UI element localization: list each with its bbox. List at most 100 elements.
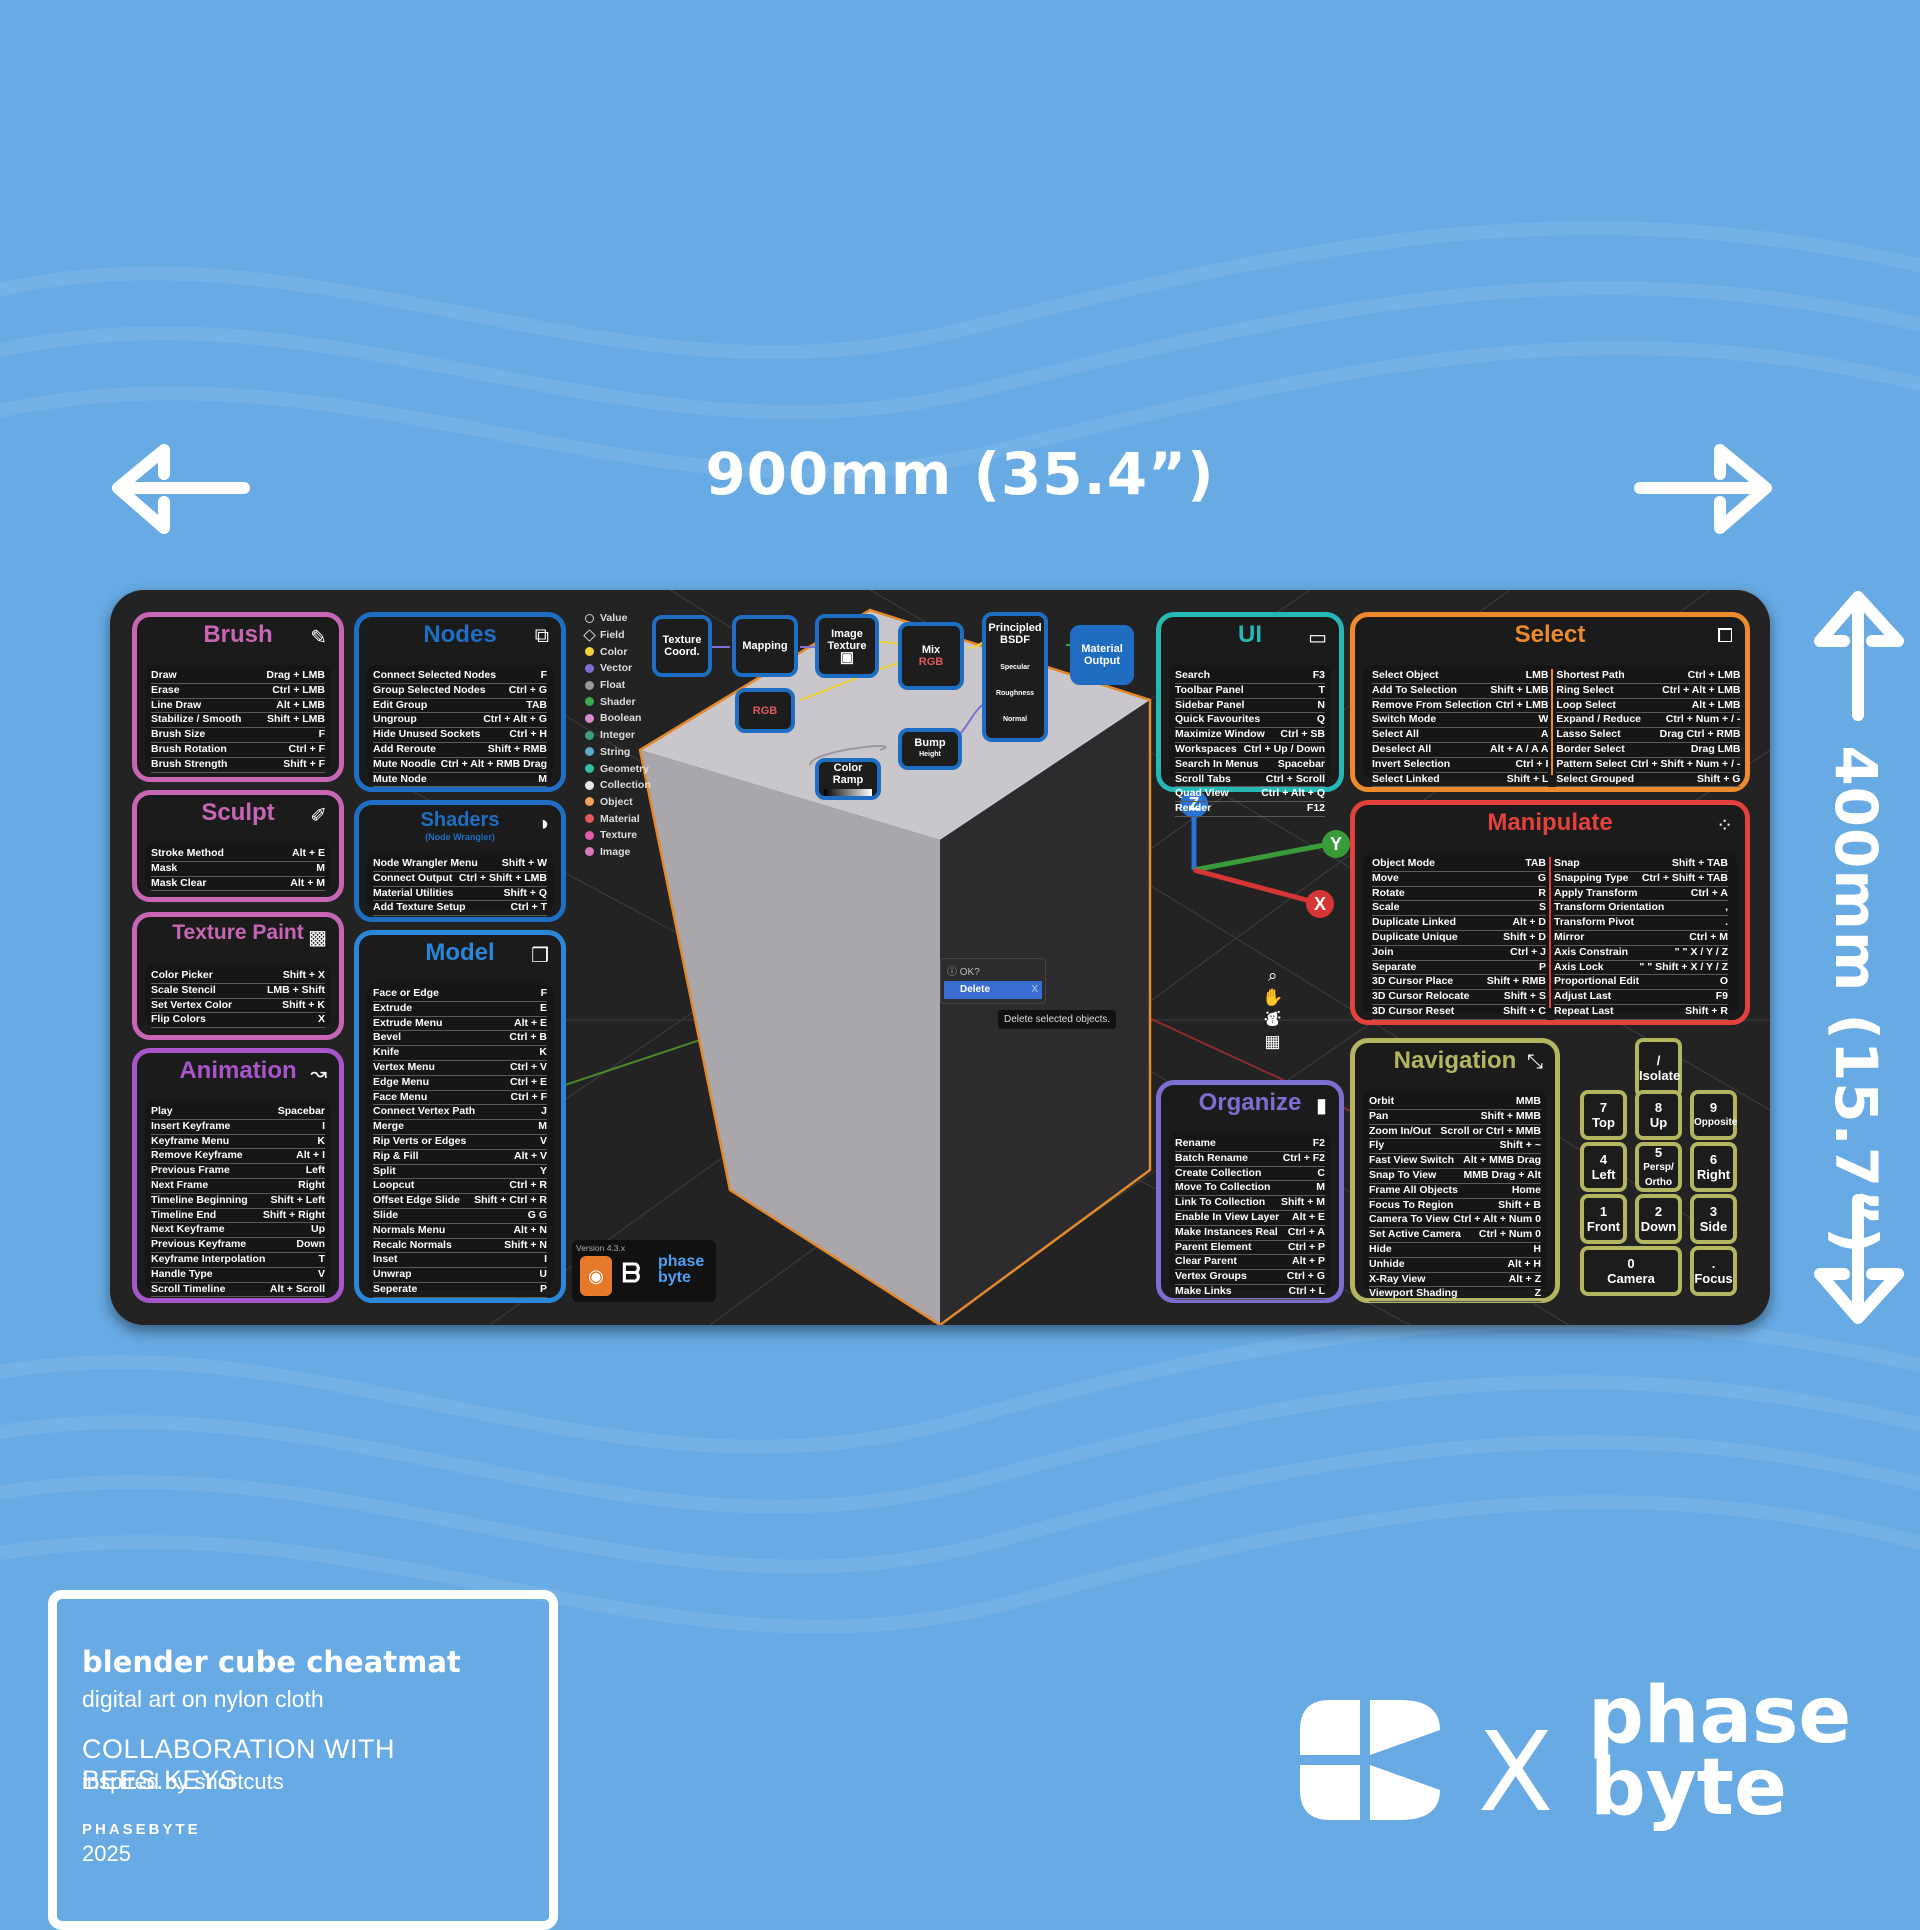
- material-output-node[interactable]: Material Output: [1070, 625, 1134, 685]
- shortcut-action: Remove Keyframe: [151, 1149, 243, 1162]
- mix-rgb-label: RGB: [918, 656, 944, 668]
- numpad-key-number: .: [1711, 1256, 1716, 1271]
- shortcut-key: Y: [539, 1164, 547, 1177]
- collab-x-symbol: X: [1478, 1708, 1554, 1836]
- principled-bsdf-node[interactable]: Principled BSDF Specular Roughness Norma…: [982, 612, 1048, 742]
- shortcut-key: Alt + Scroll: [269, 1282, 325, 1295]
- delete-button[interactable]: Delete X: [944, 981, 1042, 999]
- shortcut-action: Node Wrangler Menu: [373, 857, 478, 869]
- shortcut-key: Up: [311, 1223, 325, 1236]
- numpad-key-label: Opposite: [1694, 1117, 1738, 1128]
- legend-item: Material: [585, 810, 651, 827]
- bump-node[interactable]: Bump Height: [898, 728, 962, 770]
- shortcut-action: Expand / Reduce: [1556, 713, 1642, 726]
- brush-icon: ✎: [310, 627, 327, 649]
- legend-label: Vector: [600, 662, 633, 675]
- shortcut-key: Alt + P: [1292, 1255, 1325, 1268]
- shortcut-key: Alt + D: [1512, 916, 1546, 929]
- shortcut-action: Quick Favourites: [1175, 713, 1261, 726]
- shortcut-key: .: [1725, 916, 1728, 929]
- grid-perspective-icon[interactable]: ▦: [1264, 1032, 1281, 1051]
- pan-hand-icon[interactable]: ✋: [1262, 988, 1284, 1007]
- shortcut-key: Shift + C: [1503, 1004, 1546, 1017]
- texture-coord-node[interactable]: Texture Coord.: [652, 615, 712, 677]
- shortcut-action: Camera To View: [1369, 1213, 1450, 1226]
- image-texture-node[interactable]: Image Texture ▣: [815, 614, 879, 678]
- shortcut-key: Alt + M: [290, 876, 325, 889]
- mix-node[interactable]: Mix RGB: [898, 622, 964, 690]
- numpad-key-label: Left: [1591, 1167, 1616, 1182]
- numpad-key[interactable]: .Focus: [1690, 1246, 1737, 1296]
- numpad-key[interactable]: /Isolate: [1635, 1038, 1682, 1098]
- dialog-close-icon[interactable]: X: [1031, 984, 1038, 995]
- shortcut-action: Group Selected Nodes: [373, 683, 486, 696]
- shortcut-action: Create Collection: [1175, 1166, 1262, 1179]
- shortcut-row: Transform Pivot.: [1554, 916, 1728, 931]
- rgb-node[interactable]: RGB: [735, 688, 795, 733]
- animation-title: Animation: [179, 1057, 297, 1084]
- zoom-icon[interactable]: ⌕: [1267, 966, 1278, 985]
- shader-ball-icon: ◑: [536, 813, 549, 835]
- shortcut-key: Shift + G: [1696, 772, 1741, 785]
- gizmo-z-axis[interactable]: Z: [1180, 790, 1208, 818]
- numpad-key-label: Isolate: [1639, 1068, 1681, 1083]
- shortcut-key: Alt + E: [514, 1016, 547, 1029]
- width-dimension-label: 900mm (35.4”): [705, 440, 1215, 508]
- legend-label: Collection: [600, 779, 651, 792]
- beeskeys-logo-icon: ᗷ: [622, 1258, 641, 1288]
- mapping-node[interactable]: Mapping: [732, 615, 798, 677]
- shortcut-key: Ctrl + P: [1287, 1240, 1325, 1253]
- shortcut-action: Next Frame: [151, 1178, 209, 1191]
- camera-icon[interactable]: ⛇: [1264, 1010, 1282, 1029]
- shortcut-action: Duplicate Unique: [1372, 930, 1458, 943]
- shortcut-key: K: [539, 1046, 547, 1059]
- gizmo-x-axis[interactable]: X: [1306, 890, 1334, 918]
- gizmo-y-axis[interactable]: Y: [1322, 830, 1350, 858]
- shortcut-action: Rotate: [1372, 886, 1405, 899]
- color-ramp-node[interactable]: Color Ramp: [815, 758, 881, 800]
- shortcut-key: T: [318, 1252, 325, 1265]
- image-texture-label: Image Texture: [827, 628, 867, 652]
- shortcut-action: Quad View: [1175, 787, 1229, 800]
- shortcut-action: Offset Edge Slide: [373, 1194, 460, 1207]
- shortcut-action: Color Picker: [151, 969, 213, 981]
- shortcut-action: Enable In View Layer: [1175, 1210, 1280, 1223]
- shortcut-key: Shift + LMB: [1490, 683, 1549, 696]
- shortcut-action: Make Links: [1175, 1284, 1232, 1297]
- shortcut-key: Ctrl + E: [509, 1075, 547, 1088]
